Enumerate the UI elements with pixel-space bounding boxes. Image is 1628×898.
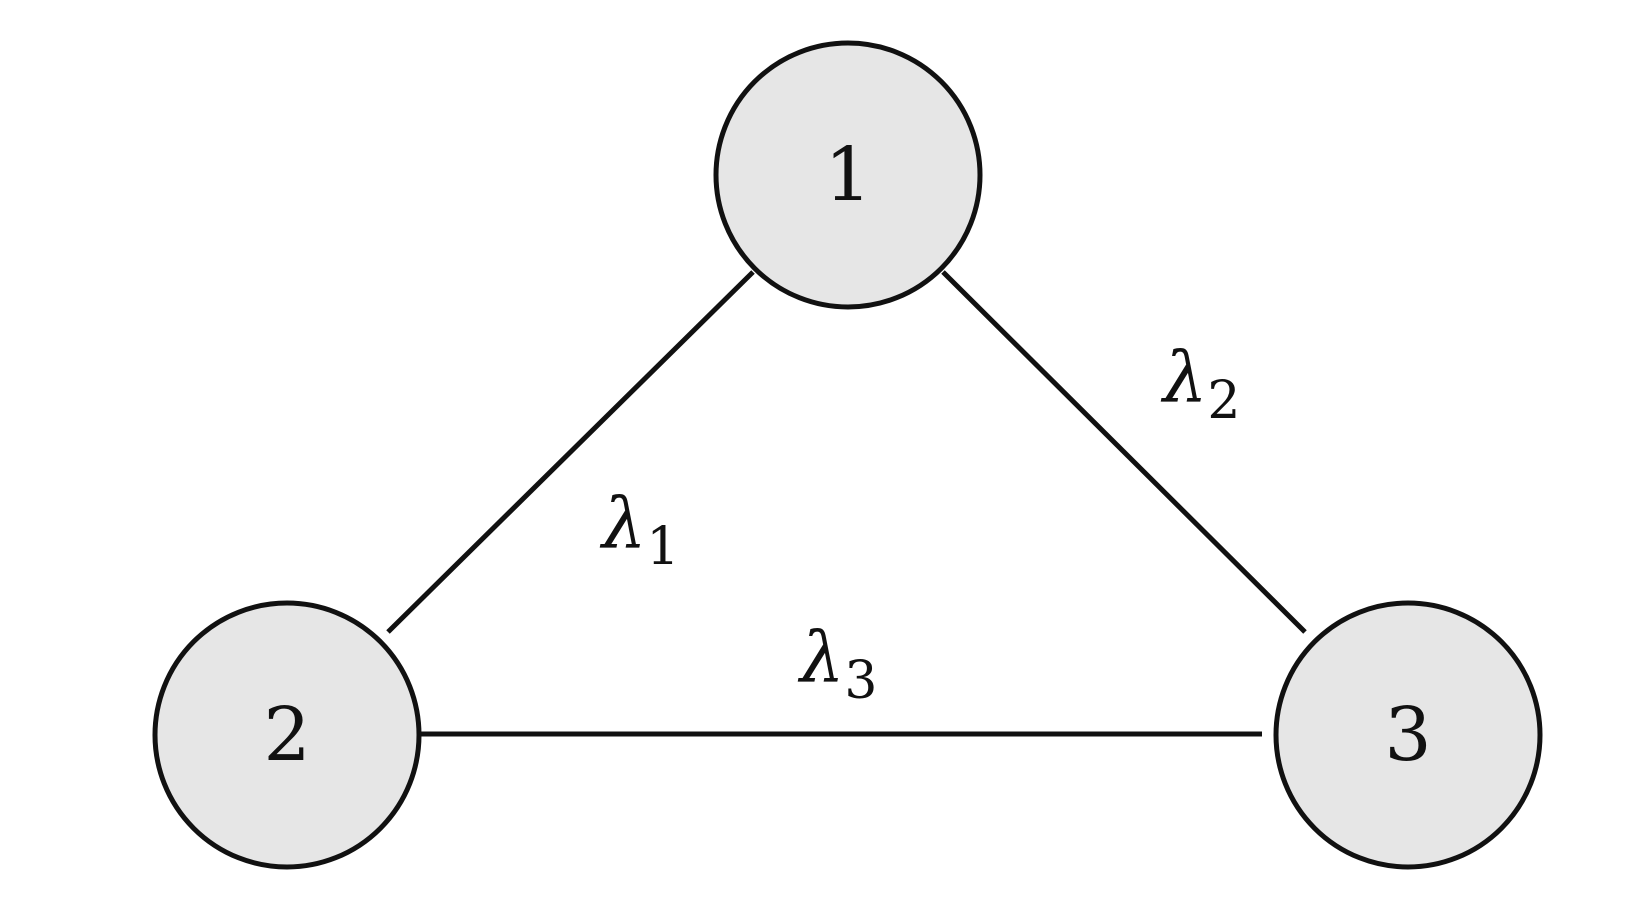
edge-1-2	[386, 270, 755, 634]
edge-1-3	[941, 270, 1307, 634]
edge-label-lambda-3-subscript: 3	[844, 651, 877, 711]
node-3-label: 3	[1384, 692, 1431, 778]
edge-label-lambda-2-subscript: 2	[1207, 371, 1240, 431]
node-2: 2	[152, 600, 422, 870]
edge-label-lambda-2-symbol: λ	[1160, 337, 1207, 419]
edge-label-lambda-1-subscript: 1	[646, 517, 679, 577]
node-2-label: 2	[263, 692, 310, 778]
node-1-label: 1	[824, 132, 871, 218]
edge-label-lambda-3-symbol: λ	[797, 617, 844, 699]
edge-label-lambda-3: λ3	[797, 617, 877, 711]
node-3: 3	[1273, 600, 1543, 870]
edge-label-lambda-2: λ2	[1160, 337, 1240, 431]
node-1: 1	[713, 40, 983, 310]
edge-label-lambda-1-symbol: λ	[599, 483, 646, 565]
edge-label-lambda-1: λ1	[599, 483, 679, 577]
